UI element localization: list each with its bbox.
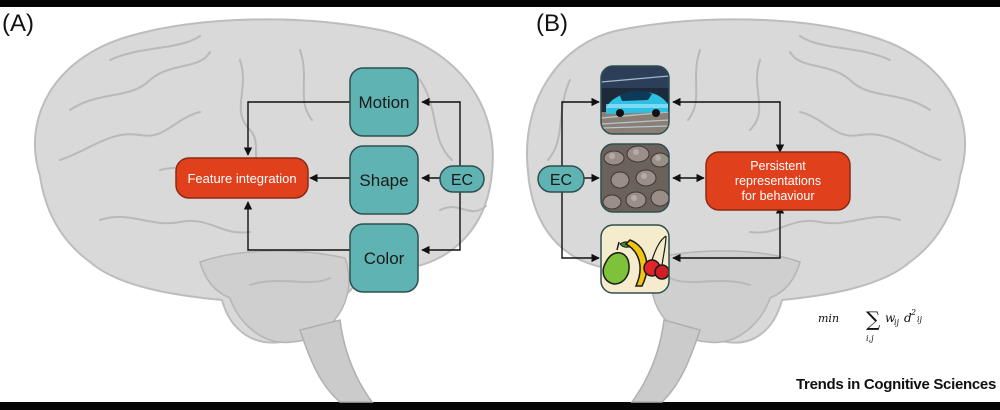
bottom-frame-bar xyxy=(0,402,1000,410)
top-frame-bar xyxy=(0,0,1000,7)
formula-w: w xyxy=(885,311,896,325)
formula-sum-symbol: ∑ xyxy=(866,307,881,331)
panel-a-connectors xyxy=(243,97,461,255)
feature-integration-node: Feature integration xyxy=(175,157,309,199)
formula-d-sub: ij xyxy=(917,315,923,324)
shape-node: Shape xyxy=(349,145,419,215)
optimization-formula: min ∑ i,j w ij d 2 ij xyxy=(818,307,923,343)
textured-surface-image xyxy=(600,143,670,213)
feature-integration-label: Feature integration xyxy=(187,171,296,186)
motion-node: Motion xyxy=(349,67,419,137)
formula-sum-index: i,j xyxy=(866,334,874,343)
shape-label: Shape xyxy=(359,171,408,190)
formula-min: min xyxy=(818,312,839,325)
formula-d: d xyxy=(904,311,912,325)
journal-credit: Trends in Cognitive Sciences xyxy=(796,376,996,393)
formula-d-sup: 2 xyxy=(910,308,916,317)
motion-label: Motion xyxy=(358,93,409,112)
persistent-representations-node: Persistent representations for behaviour xyxy=(705,151,851,211)
brain-illustration-left xyxy=(33,18,494,403)
ec-node-a: EC xyxy=(439,165,485,193)
representation-line-2: representations xyxy=(735,174,821,188)
ec-label-b: EC xyxy=(550,172,572,189)
representation-line-1: Persistent xyxy=(750,159,806,173)
representation-line-3: for behaviour xyxy=(742,189,815,203)
panel-b-connectors xyxy=(561,97,785,263)
panel-b-label: (B) xyxy=(536,10,568,37)
fruit-illustration-image xyxy=(600,224,670,294)
formula-w-sub: ij xyxy=(894,318,900,327)
ec-node-b: EC xyxy=(537,165,585,193)
panel-a-label: (A) xyxy=(2,10,34,37)
color-node: Color xyxy=(349,223,419,293)
speeding-car-image xyxy=(600,65,670,135)
ec-label-a: EC xyxy=(451,172,473,189)
color-label: Color xyxy=(364,249,405,268)
